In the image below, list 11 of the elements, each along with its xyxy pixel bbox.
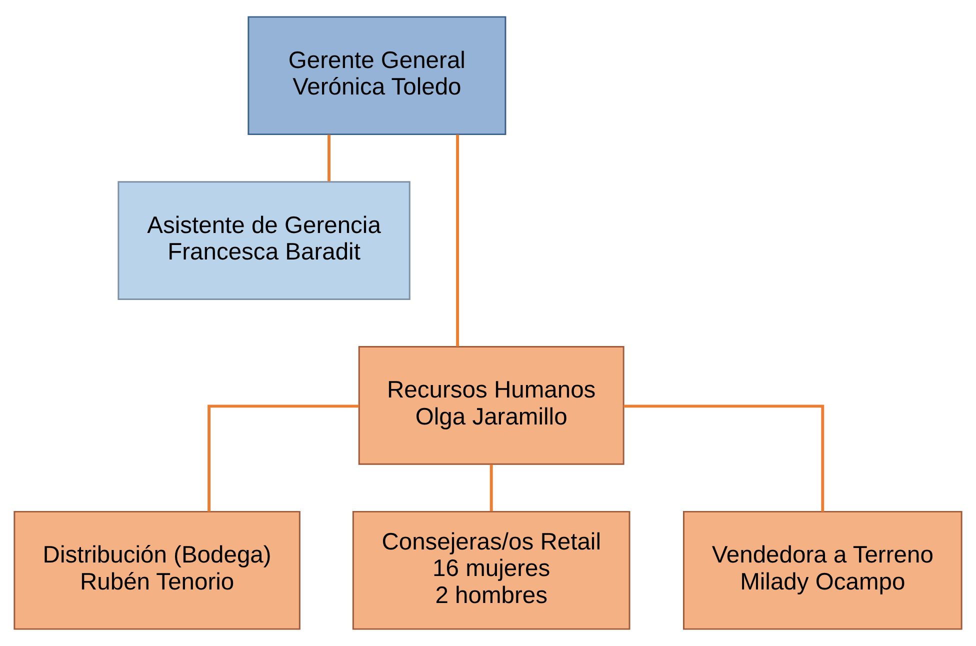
node-box: Consejeras/os Retail 16 mujeres 2 hombres [352,510,630,630]
node-box: Distribución (Bodega) Rubén Tenorio [14,510,300,630]
node-box: Recursos Humanos Olga Jaramillo [358,346,624,465]
connector [490,464,493,512]
connector [328,134,331,182]
node-box: Vendedora a Terreno Milady Ocampo [683,510,962,630]
connector [624,404,824,512]
connector [456,134,460,346]
node-box: Asistente de Gerencia Francesca Baradit [118,181,410,300]
node-box: Gerente General Verónica Toledo [248,16,506,136]
connector [208,404,359,512]
